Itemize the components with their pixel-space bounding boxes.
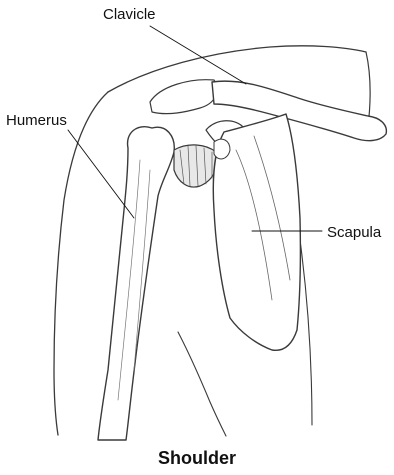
glenoid-area	[214, 139, 230, 159]
armpit-outline	[178, 332, 226, 436]
scapula-label: Scapula	[327, 225, 381, 240]
humerus-label: Humerus	[6, 113, 67, 128]
acromion	[150, 80, 217, 114]
humerus-leader-line	[68, 130, 134, 218]
humerus-bone	[98, 127, 174, 440]
clavicle-label: Clavicle	[103, 7, 156, 22]
figure-caption: Shoulder	[0, 449, 394, 467]
side-outline	[300, 240, 312, 425]
clavicle-leader-line	[150, 26, 246, 84]
torso-outline	[54, 92, 108, 435]
